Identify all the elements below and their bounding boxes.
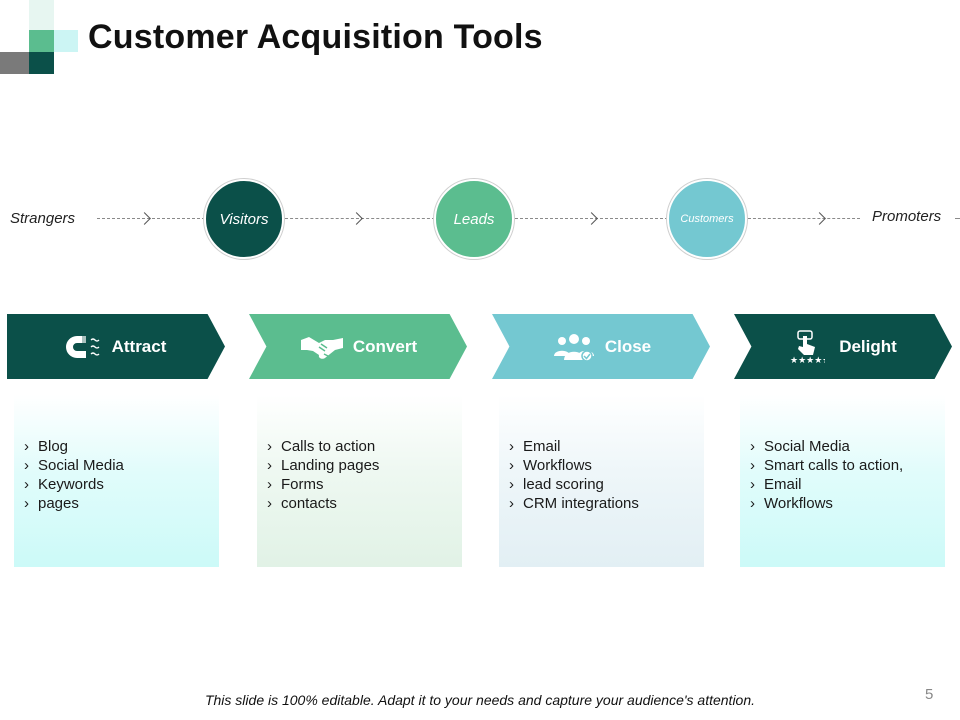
arrow-right-icon <box>813 212 826 225</box>
step-label: Close <box>604 336 652 356</box>
list-item: ›Forms <box>267 476 324 493</box>
page-number: 5 <box>925 686 934 703</box>
svg-text:★★★★★: ★★★★★ <box>790 356 825 364</box>
flow-start-label: Strangers <box>10 210 76 227</box>
step-label: Convert <box>352 336 418 356</box>
step-delight: ★★★★★ Delight <box>734 314 952 379</box>
flow-connector <box>748 218 860 219</box>
flow-connector <box>97 218 205 219</box>
list-item: ›Workflows <box>509 457 592 474</box>
step-close: Close <box>492 314 710 379</box>
step-label: Delight <box>839 336 897 356</box>
attract-panel: ›Blog ›Social Media ›Keywords ›pages <box>14 395 219 567</box>
delight-panel: ›Social Media ›Smart calls to action, ›E… <box>740 395 945 567</box>
corner-decoration <box>0 0 80 75</box>
step-label: Attract <box>111 336 167 356</box>
list-item: ›contacts <box>267 495 337 512</box>
close-panel: ›Email ›Workflows ›lead scoring ›CRM int… <box>499 395 704 567</box>
list-item: ›Email <box>750 476 802 493</box>
flow-connector <box>285 218 435 219</box>
list-item: ›Calls to action <box>267 438 376 455</box>
stage-label: Leads <box>453 210 495 228</box>
list-item: ›Keywords <box>24 476 104 493</box>
stage-visitors: Visitors <box>204 179 284 259</box>
page-title: Customer Acquisition Tools <box>88 18 543 56</box>
arrow-right-icon <box>585 212 598 225</box>
flow-end-label: Promoters <box>872 208 942 225</box>
stage-leads: Leads <box>434 179 514 259</box>
flow-connector <box>955 218 960 219</box>
list-item: ›Landing pages <box>267 457 380 474</box>
flow-connector <box>515 218 668 219</box>
stage-label: Customers <box>680 213 734 225</box>
list-item: ›Email <box>509 438 561 455</box>
step-attract: Attract <box>7 314 225 379</box>
list-item: ›lead scoring <box>509 476 604 493</box>
list-item: ›Social Media <box>24 457 124 474</box>
list-item: ›Blog <box>24 438 69 455</box>
list-item: ›Workflows <box>750 495 833 512</box>
list-item: ›Social Media <box>750 438 850 455</box>
arrow-right-icon <box>138 212 151 225</box>
group-icon <box>551 332 597 362</box>
stage-label: Visitors <box>219 210 269 228</box>
list-item: ›CRM integrations <box>509 495 639 512</box>
footer-note: This slide is 100% editable. Adapt it to… <box>204 692 756 708</box>
step-convert: Convert <box>249 314 467 379</box>
rating-icon: ★★★★★ <box>789 329 825 364</box>
handshake-icon <box>299 334 345 360</box>
arrow-right-icon <box>350 212 363 225</box>
magnet-icon <box>65 333 104 361</box>
stage-customers: Customers <box>667 179 747 259</box>
list-item: ›pages <box>24 495 79 512</box>
list-item: ›Smart calls to action, <box>750 457 904 474</box>
convert-panel: ›Calls to action ›Landing pages ›Forms ›… <box>257 395 462 567</box>
